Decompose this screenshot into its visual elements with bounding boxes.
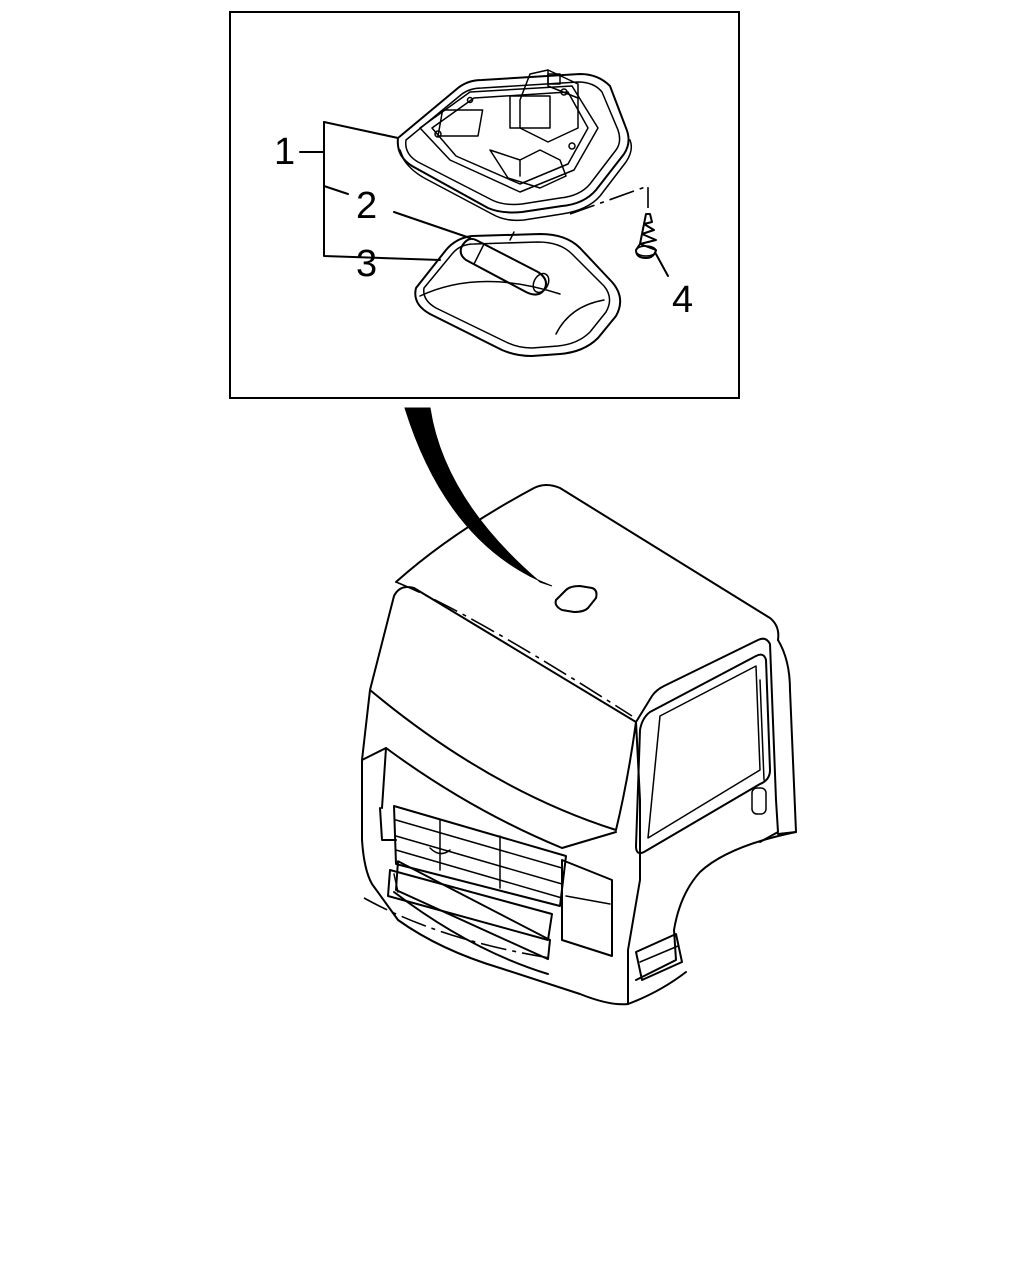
- callout-1: 1: [274, 131, 295, 173]
- detail-inset-frame: [229, 11, 740, 399]
- screw: [635, 213, 657, 259]
- callout-2: 2: [356, 185, 377, 227]
- leader-lines: [299, 121, 669, 277]
- bulb: [459, 237, 550, 296]
- lens-cover: [414, 231, 622, 357]
- callout-4: 4: [672, 279, 693, 321]
- truck-cab: [361, 484, 797, 1006]
- location-pointer: [404, 407, 553, 587]
- callout-3: 3: [356, 243, 377, 285]
- dome-lamp-housing: [396, 69, 633, 222]
